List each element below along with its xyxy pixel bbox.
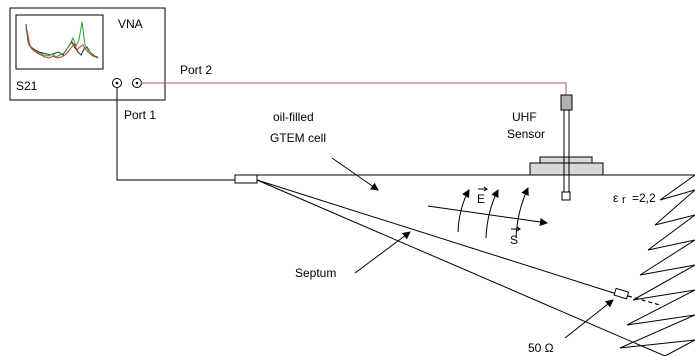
termination-label: 50 Ω <box>528 341 554 355</box>
sensor-body <box>560 94 573 111</box>
gtem-feed-connector <box>234 174 258 184</box>
e-vector-tip <box>483 186 488 192</box>
s-vector-label: S <box>510 226 521 247</box>
vna-screen <box>15 14 104 70</box>
permittivity-value: =2,2 <box>632 191 656 205</box>
septum-line <box>256 179 621 296</box>
e-field-text: E <box>477 192 485 206</box>
absorber-wall <box>619 174 695 356</box>
sensor-probe-tip <box>561 191 571 201</box>
gtem-cell <box>256 174 695 356</box>
permittivity-symbol: ε <box>613 191 619 205</box>
trace-red <box>26 29 99 59</box>
uhf-sensor <box>529 94 604 201</box>
e-field-label: E <box>477 186 488 206</box>
e-field-arrows <box>457 187 529 239</box>
cell-label-pointer <box>331 157 379 191</box>
vna-instrument: VNA S21 <box>9 7 166 101</box>
port1-label: Port 1 <box>124 108 156 122</box>
vna-screen-traces <box>25 21 99 59</box>
sensor-mount-top <box>539 156 593 164</box>
port2-connector <box>132 78 142 88</box>
s-vector-text: S <box>510 233 518 247</box>
termination-dashed-link <box>627 295 661 306</box>
s-vector-tip <box>516 226 521 232</box>
gtem-bottom-wall <box>256 179 666 356</box>
permittivity-subscript: r <box>622 194 626 206</box>
port2-label: Port 2 <box>180 63 212 77</box>
sensor-mount-base <box>529 162 604 176</box>
cell-label-line2: GTEM cell <box>270 131 326 145</box>
s21-label: S21 <box>16 79 38 93</box>
termination-pointer <box>564 299 614 339</box>
s-vector-arrow <box>427 205 548 226</box>
sensor-label-line2: Sensor <box>507 127 545 141</box>
sensor-label-line1: UHF <box>512 110 537 124</box>
septum-label: Septum <box>295 266 336 280</box>
permittivity-label: ε r =2,2 <box>613 191 656 206</box>
cell-label-line1: oil-filled <box>273 110 314 124</box>
trace-green <box>25 21 99 58</box>
vna-label: VNA <box>118 17 143 31</box>
port1-cable <box>116 88 235 181</box>
termination-resistor <box>613 287 630 300</box>
port2-cable <box>141 82 567 95</box>
port1-connector <box>112 78 122 88</box>
septum-pointer <box>354 231 411 274</box>
